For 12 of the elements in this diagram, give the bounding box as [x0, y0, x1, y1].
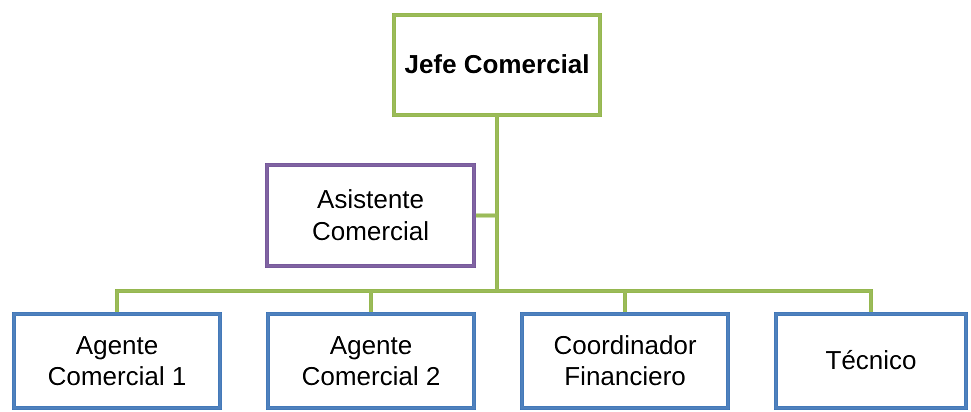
role-title: Agente Comercial 1: [46, 330, 188, 392]
role-title: Coordinador Financiero: [552, 330, 698, 392]
org-box: [520, 312, 730, 410]
org-box: [12, 312, 222, 410]
org-box: [774, 312, 968, 410]
org-box: [266, 312, 476, 410]
org-box: [392, 13, 602, 117]
role-title: Agente Comercial 2: [300, 330, 442, 392]
role-title: Técnico: [825, 345, 917, 377]
role-title: Jefe Comercial: [404, 49, 590, 81]
org-box: [265, 163, 476, 268]
role-title: Asistente Comercial: [310, 184, 430, 247]
